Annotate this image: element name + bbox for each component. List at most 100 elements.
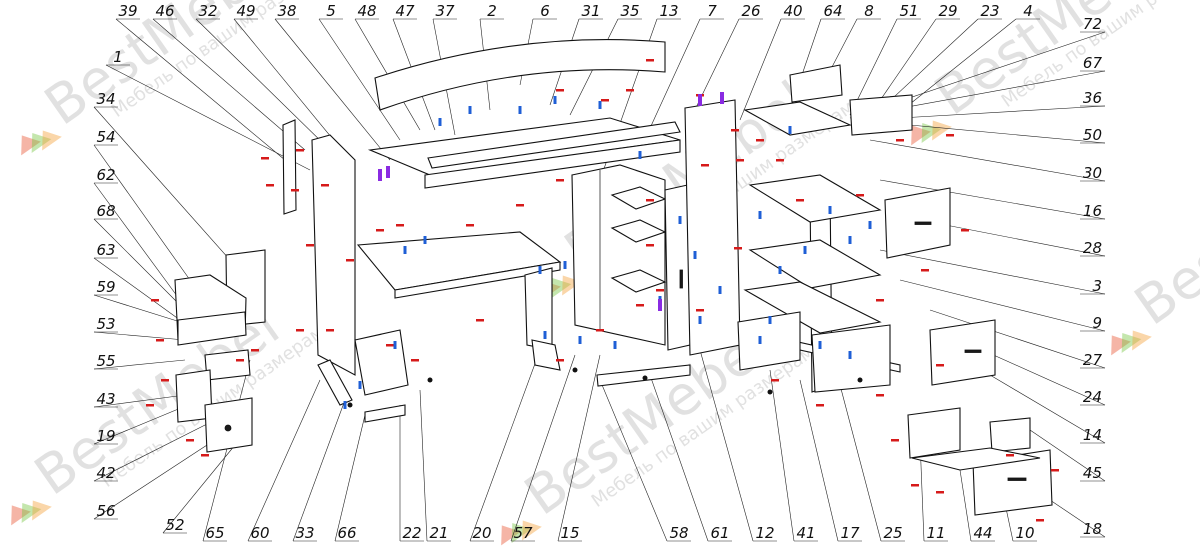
lower-cabinet-right [737, 311, 801, 371]
fastener-dowel [358, 381, 362, 389]
callout-label: 13 [659, 2, 678, 20]
callout-label: 26 [741, 2, 760, 20]
callout-label: 27 [1083, 351, 1103, 369]
fastener-dowel [468, 106, 472, 114]
callout-label: 4 [1023, 2, 1033, 20]
callout-label: 39 [118, 2, 137, 20]
fastener-screw [1051, 469, 1059, 472]
fastener-dowel [563, 261, 567, 269]
callout-label: 40 [783, 2, 802, 20]
callout-label: 48 [357, 2, 376, 20]
fastener-screw [186, 439, 194, 442]
callout-label: 29 [938, 2, 957, 20]
fastener-confirmat [378, 169, 382, 181]
fastener-screw [321, 184, 329, 187]
fastener-dowel [758, 211, 762, 219]
fastener-screw [696, 309, 704, 312]
fastener-screw [736, 159, 744, 162]
fastener-screw [376, 229, 384, 232]
center-shelf-2 [610, 269, 667, 293]
fastener-dowel [868, 221, 872, 229]
callout-label: 33 [295, 524, 314, 542]
door-handle [679, 269, 683, 289]
callout-label: 67 [1083, 54, 1103, 72]
callout-label: 22 [402, 524, 421, 542]
fastener-dowel [768, 316, 772, 324]
fastener-dowel [678, 216, 682, 224]
fastener-dowel [848, 351, 852, 359]
callout-label: 46 [155, 2, 174, 20]
desk-top-edge [394, 261, 561, 299]
fastener-screw [646, 244, 654, 247]
bottom-drawer-side-2 [989, 417, 1031, 453]
drawer-handle [914, 221, 932, 225]
fastener-dowel [598, 101, 602, 109]
bottom-drawer-base [911, 447, 1041, 471]
fastener-screw [326, 329, 334, 332]
fastener-screw [266, 184, 274, 187]
top-shelf-front [424, 139, 681, 189]
fastener-screw [291, 189, 299, 192]
exploded-parts [146, 39, 1059, 522]
callout-label: 36 [1083, 89, 1102, 107]
fastener-screw [796, 199, 804, 202]
callout-label: 7 [707, 2, 717, 20]
callout-label: 14 [1083, 426, 1102, 444]
right-shelf-b [748, 239, 882, 289]
fastener-dowel [578, 336, 582, 344]
callout-label: 21 [429, 524, 448, 542]
callout-label: 34 [96, 90, 115, 108]
callout-label: 16 [1083, 202, 1102, 220]
callout-label: 15 [560, 524, 579, 542]
fastener-dowel [788, 126, 792, 134]
fastener-screw [476, 319, 484, 322]
fastener-screw [466, 224, 474, 227]
fastener-dowel [518, 106, 522, 114]
callout-label: 53 [96, 315, 115, 333]
drawer-handle [964, 349, 982, 353]
fastener-dowel [848, 236, 852, 244]
bottom-drawer-side [907, 407, 961, 459]
top-arched-panel [374, 39, 666, 111]
fastener-confirmat [658, 299, 662, 311]
fastener-screw [626, 89, 634, 92]
callout-label: 8 [864, 2, 874, 20]
callout-label: 20 [472, 524, 491, 542]
fastener-screw [146, 404, 154, 407]
callout-label: 6 [540, 2, 550, 20]
fastener-screw [556, 179, 564, 182]
plinth-left [317, 359, 353, 406]
fastener-screw [771, 379, 779, 382]
fastener-screw [921, 269, 929, 272]
callout-label: 23 [980, 2, 999, 20]
fastener-screw [646, 59, 654, 62]
fastener-screw [756, 139, 764, 142]
fastener-confirmat [386, 166, 390, 178]
fastener-dowel [343, 401, 347, 409]
fastener-screw [896, 139, 904, 142]
callout-label: 9 [1092, 314, 1102, 332]
right-drawer-front-2 [929, 319, 996, 386]
fastener-dowel [613, 341, 617, 349]
callout-label: 64 [823, 2, 842, 20]
center-shelf-1 [610, 219, 667, 243]
fastener-screw [734, 247, 742, 250]
fastener-screw [296, 149, 304, 152]
callout-label: 62 [96, 166, 115, 184]
fastener-nut [572, 367, 578, 373]
fastener-confirmat [698, 94, 702, 106]
fastener-screw [816, 404, 824, 407]
callout-label: 19 [96, 427, 115, 445]
callout-label: 50 [1083, 126, 1102, 144]
watermark-brand: BestMebel [1123, 124, 1200, 337]
callout-label: 38 [277, 2, 296, 20]
center-tall-unit [571, 164, 666, 346]
fastener-dowel [538, 266, 542, 274]
fastener-screw [396, 224, 404, 227]
desk-leg-panel [524, 267, 553, 351]
fastener-dowel [553, 96, 557, 104]
callout-label: 49 [236, 2, 255, 20]
